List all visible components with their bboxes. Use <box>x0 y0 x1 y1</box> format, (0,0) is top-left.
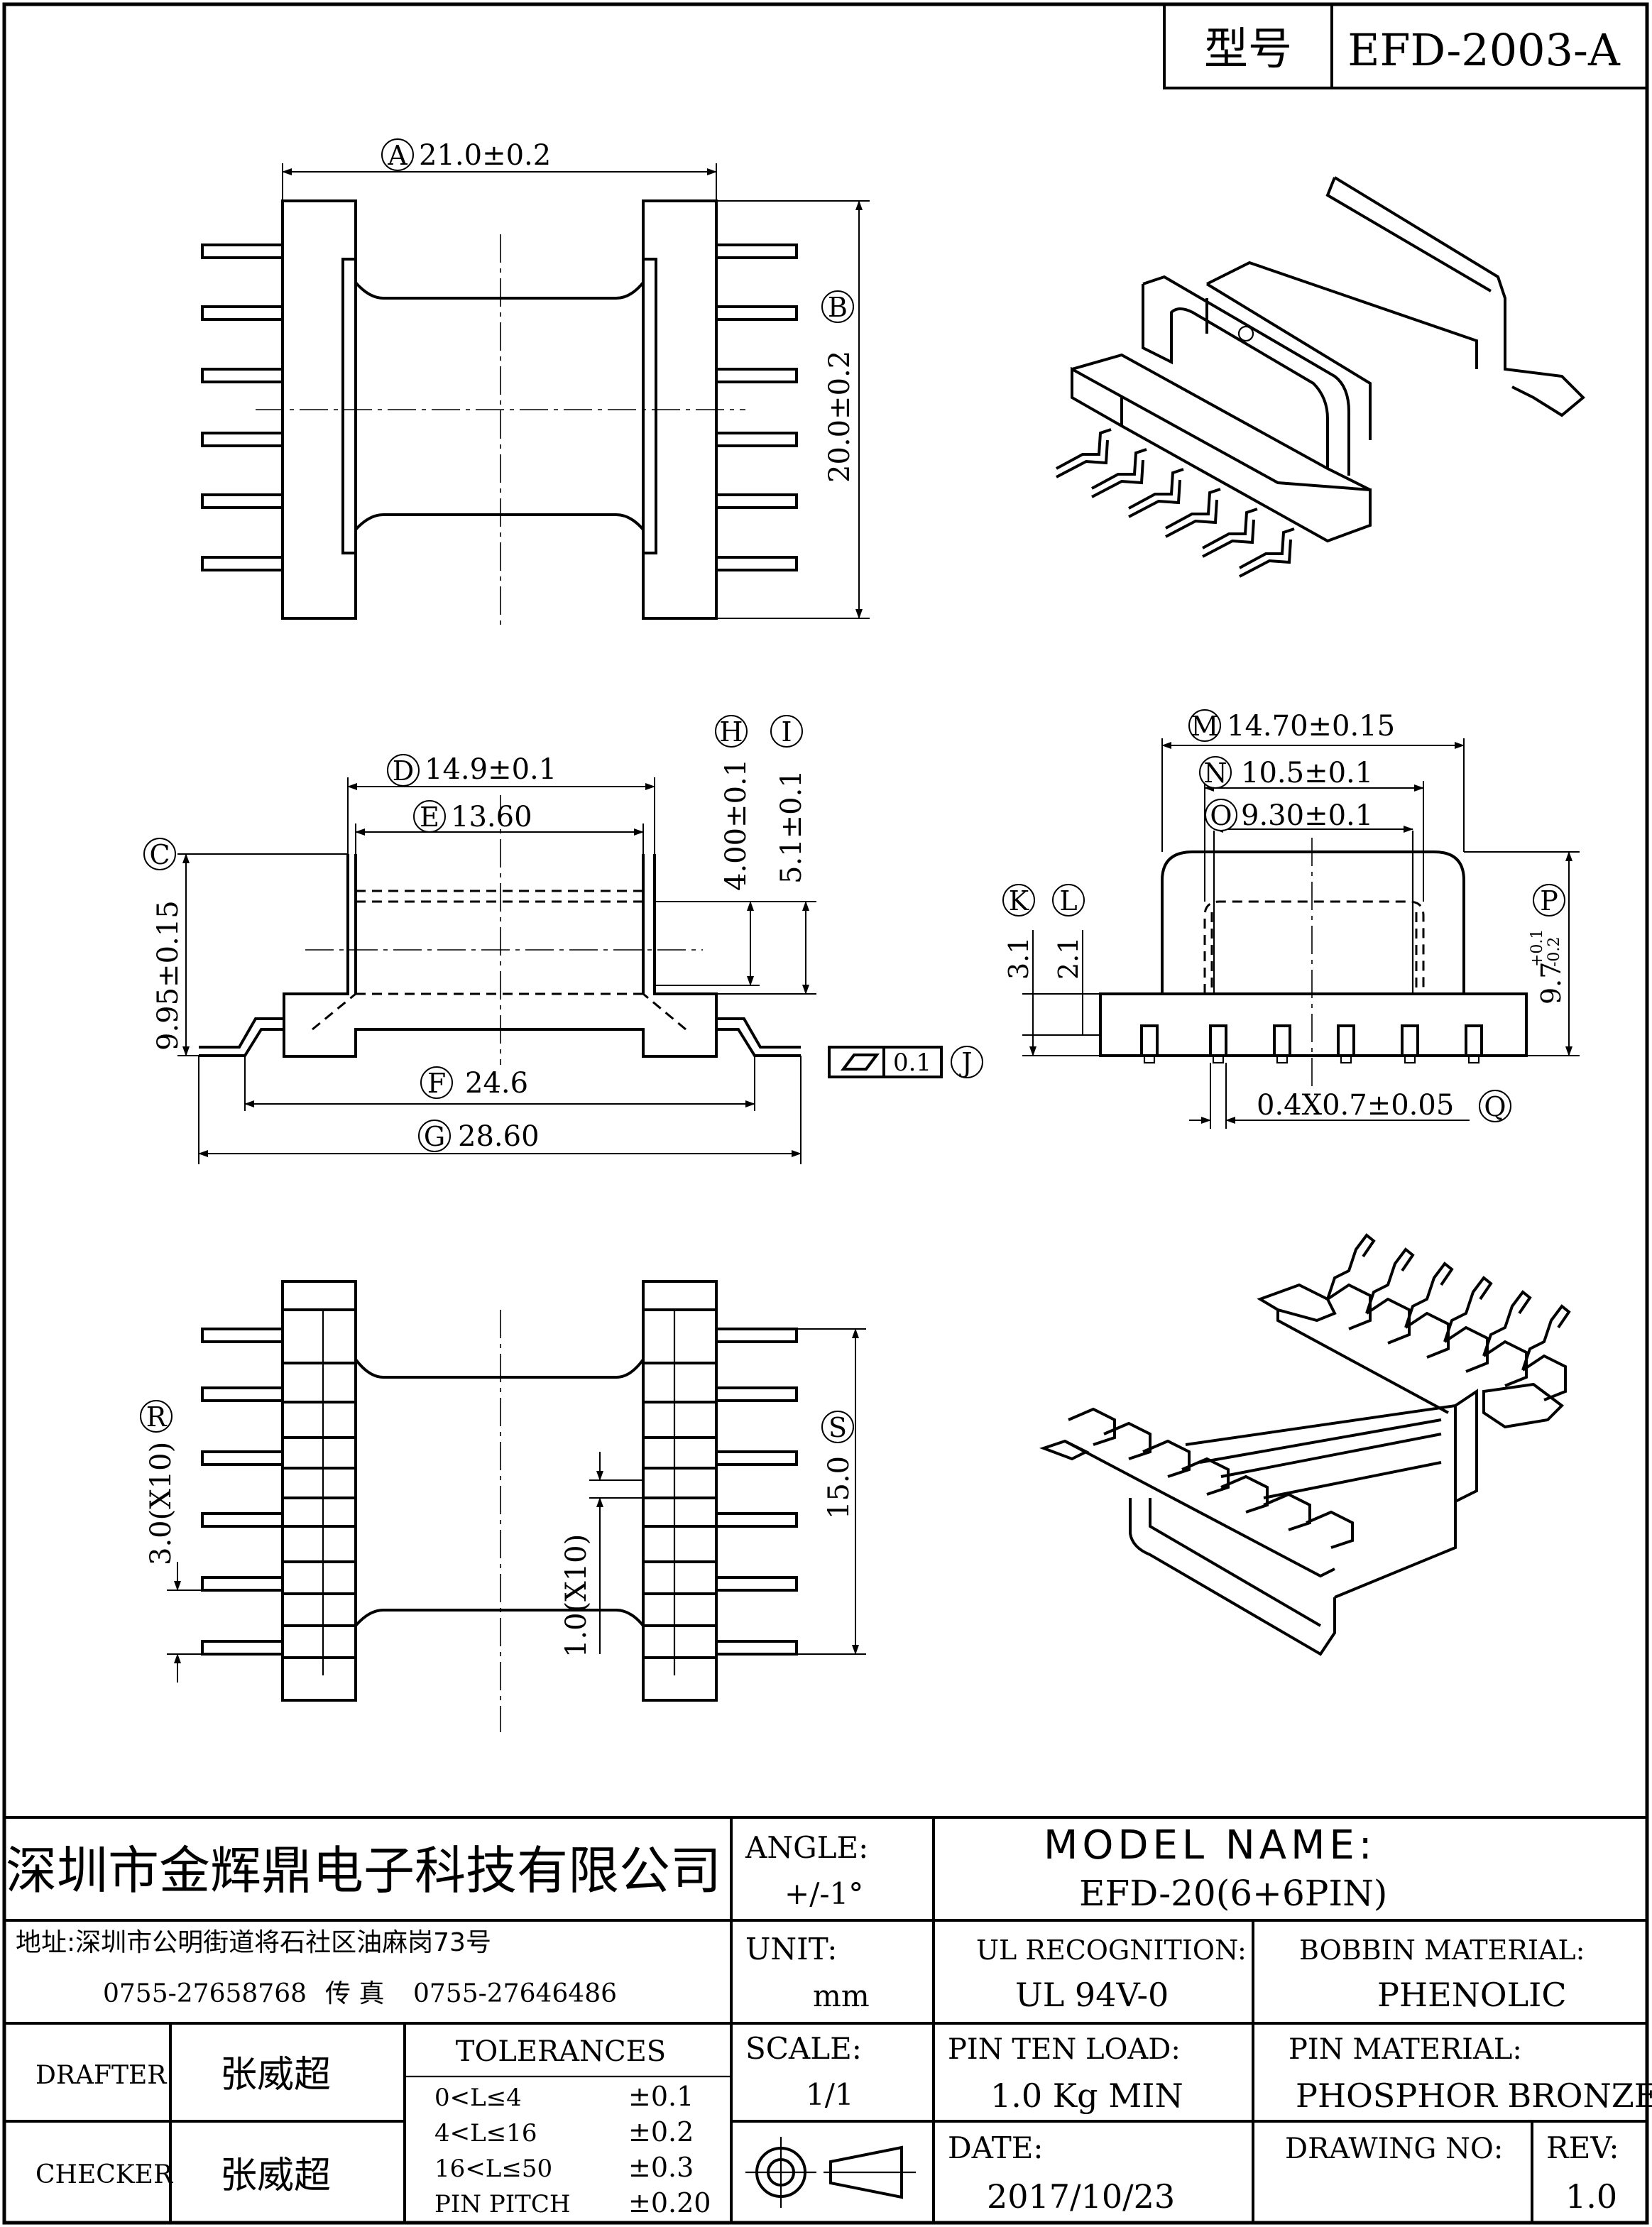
dim-t-value: 1.0(X10) <box>560 1534 593 1658</box>
dim-f-value: 24.6 <box>465 1067 528 1100</box>
unit-value: mm <box>813 1979 870 2013</box>
dim-h-value: 4.00±0.1 <box>720 759 753 891</box>
date-value: 2017/10/23 <box>987 2177 1175 2216</box>
tolerance-range-2: 4<L≤16 <box>434 2119 537 2147</box>
ul-value: UL 94V-0 <box>1015 1976 1169 2014</box>
dim-k-value: 3.1 <box>1003 937 1034 980</box>
dim-p-tol-plus: +0.1 <box>1528 929 1546 967</box>
model-header: 型号 EFD-2003-A <box>1163 3 1648 89</box>
iso-view-bottom <box>1039 1233 1571 1656</box>
dim-b-letter: B <box>828 292 848 323</box>
dim-q-value: 0.4X0.7±0.05 <box>1257 1089 1454 1122</box>
drawing-no-label: DRAWING NO: <box>1285 2133 1503 2165</box>
dim-p-letter: P <box>1540 885 1558 916</box>
dim-r-letter: R <box>146 1401 168 1433</box>
dim-a-letter: A <box>387 140 407 171</box>
checker-label: CHECKER <box>35 2160 173 2189</box>
ul-label: UL RECOGNITION: <box>976 1935 1247 1966</box>
dim-k-letter: K <box>1009 885 1029 916</box>
bottom-view: R 3.0(X10) S 15.0 1.0(X10) <box>140 1280 866 1732</box>
checker-value: 张威超 <box>220 2155 331 2197</box>
projection-symbol-icon <box>745 2137 916 2208</box>
scale-label: SCALE: <box>745 2031 862 2066</box>
dim-s-letter: S <box>828 1412 847 1443</box>
pin-material-label: PIN MATERIAL: <box>1289 2033 1522 2066</box>
dim-g-value: 28.60 <box>458 1120 540 1153</box>
dim-a-value: 21.0±0.2 <box>419 139 551 172</box>
front-view: C 9.95±0.15 D 14.9±0.1 E 13.60 F 24.6 G … <box>143 715 983 1164</box>
dim-d-value: 14.9±0.1 <box>425 753 557 786</box>
dim-h-letter: H <box>719 716 743 748</box>
dim-f-letter: F <box>427 1068 446 1099</box>
dim-c-letter: C <box>149 839 170 870</box>
bobbin-value: PHENOLIC <box>1377 1976 1567 2014</box>
rev-value: 1.0 <box>1565 2177 1617 2216</box>
dim-n-value: 10.5±0.1 <box>1241 757 1373 789</box>
pin-load-label: PIN TEN LOAD: <box>948 2033 1181 2066</box>
rev-label: REV: <box>1546 2130 1619 2165</box>
dim-g-letter: G <box>424 1121 445 1152</box>
drafter-label: DRAFTER <box>35 2061 167 2090</box>
angle-value: +/-1° <box>784 1876 863 1911</box>
tolerance-value-4: ±0.20 <box>628 2187 711 2218</box>
model-name-label: MODEL NAME: <box>1044 1822 1377 1868</box>
model-name-value: EFD-20(6+6PIN) <box>1079 1873 1387 1914</box>
dim-d-letter: D <box>393 755 414 787</box>
dim-o-value: 9.30±0.1 <box>1241 799 1373 832</box>
company-phone: 0755-27658768 <box>103 1979 307 2008</box>
dim-e-value: 13.60 <box>451 801 532 833</box>
date-label: DATE: <box>948 2130 1044 2165</box>
flatness-value: 0.1 <box>893 1049 931 1077</box>
angle-label: ANGLE: <box>745 1830 868 1865</box>
dim-m-letter: M <box>1191 711 1219 742</box>
dim-c-value: 9.95±0.15 <box>152 900 185 1051</box>
tolerance-value-1: ±0.1 <box>628 2081 694 2112</box>
tolerance-range-4: PIN PITCH <box>434 2190 571 2218</box>
dim-o-letter: O <box>1210 800 1232 831</box>
drafter-value: 张威超 <box>220 2054 331 2096</box>
dim-i-letter: I <box>781 716 792 748</box>
pin-load-value: 1.0 Kg MIN <box>990 2076 1183 2115</box>
dim-e-letter: E <box>420 801 439 833</box>
tolerance-range-3: 16<L≤50 <box>434 2155 552 2183</box>
side-view: M 14.70±0.15 N 10.5±0.1 O 9.30±0.1 K 3.1… <box>1002 709 1580 1129</box>
dim-q-letter: Q <box>1484 1091 1506 1122</box>
dim-l-letter: L <box>1059 885 1077 916</box>
company-fax: 0755-27646486 <box>413 1979 617 2008</box>
dim-b-value: 20.0±0.2 <box>824 351 856 483</box>
model-header-value: EFD-2003-A <box>1347 24 1621 76</box>
bobbin-label: BOBBIN MATERIAL: <box>1299 1935 1585 1966</box>
dim-i-value: 5.1±0.1 <box>775 770 808 884</box>
unit-label: UNIT: <box>745 1932 837 1966</box>
model-header-label: 型号 <box>1204 23 1292 75</box>
title-block: 深圳市金辉鼎电子科技有限公司 地址:深圳市公明街道将石社区油麻岗73号 0755… <box>4 1816 1652 2223</box>
tolerance-value-2: ±0.2 <box>628 2116 694 2147</box>
iso-view-top <box>1056 176 1585 578</box>
tolerances-label: TOLERANCES <box>456 2035 666 2068</box>
scale-value: 1/1 <box>806 2077 854 2112</box>
dim-m-value: 14.70±0.15 <box>1227 710 1395 743</box>
dim-r-value: 3.0(X10) <box>145 1442 177 1565</box>
dim-p-value: 9.7 <box>1536 962 1567 1005</box>
dim-l-value: 2.1 <box>1053 937 1084 980</box>
company-address: 地址:深圳市公明街道将石社区油麻岗73号 <box>16 1928 491 1957</box>
top-view: A 21.0±0.2 B 20.0±0.2 <box>201 138 870 625</box>
pin-material-value: PHOSPHOR BRONZE <box>1296 2076 1652 2115</box>
dim-j-letter: J <box>958 1047 972 1078</box>
company-name: 深圳市金辉鼎电子科技有限公司 <box>6 1841 721 1900</box>
dim-s-value: 15.0 <box>823 1456 855 1519</box>
tolerance-value-3: ±0.3 <box>628 2152 694 2183</box>
dim-n-letter: N <box>1203 757 1227 789</box>
dim-p-tol-minus: -0.2 <box>1546 937 1563 967</box>
tolerance-range-1: 0<L≤4 <box>434 2084 522 2112</box>
fax-label: 传 真 <box>325 1979 384 2008</box>
